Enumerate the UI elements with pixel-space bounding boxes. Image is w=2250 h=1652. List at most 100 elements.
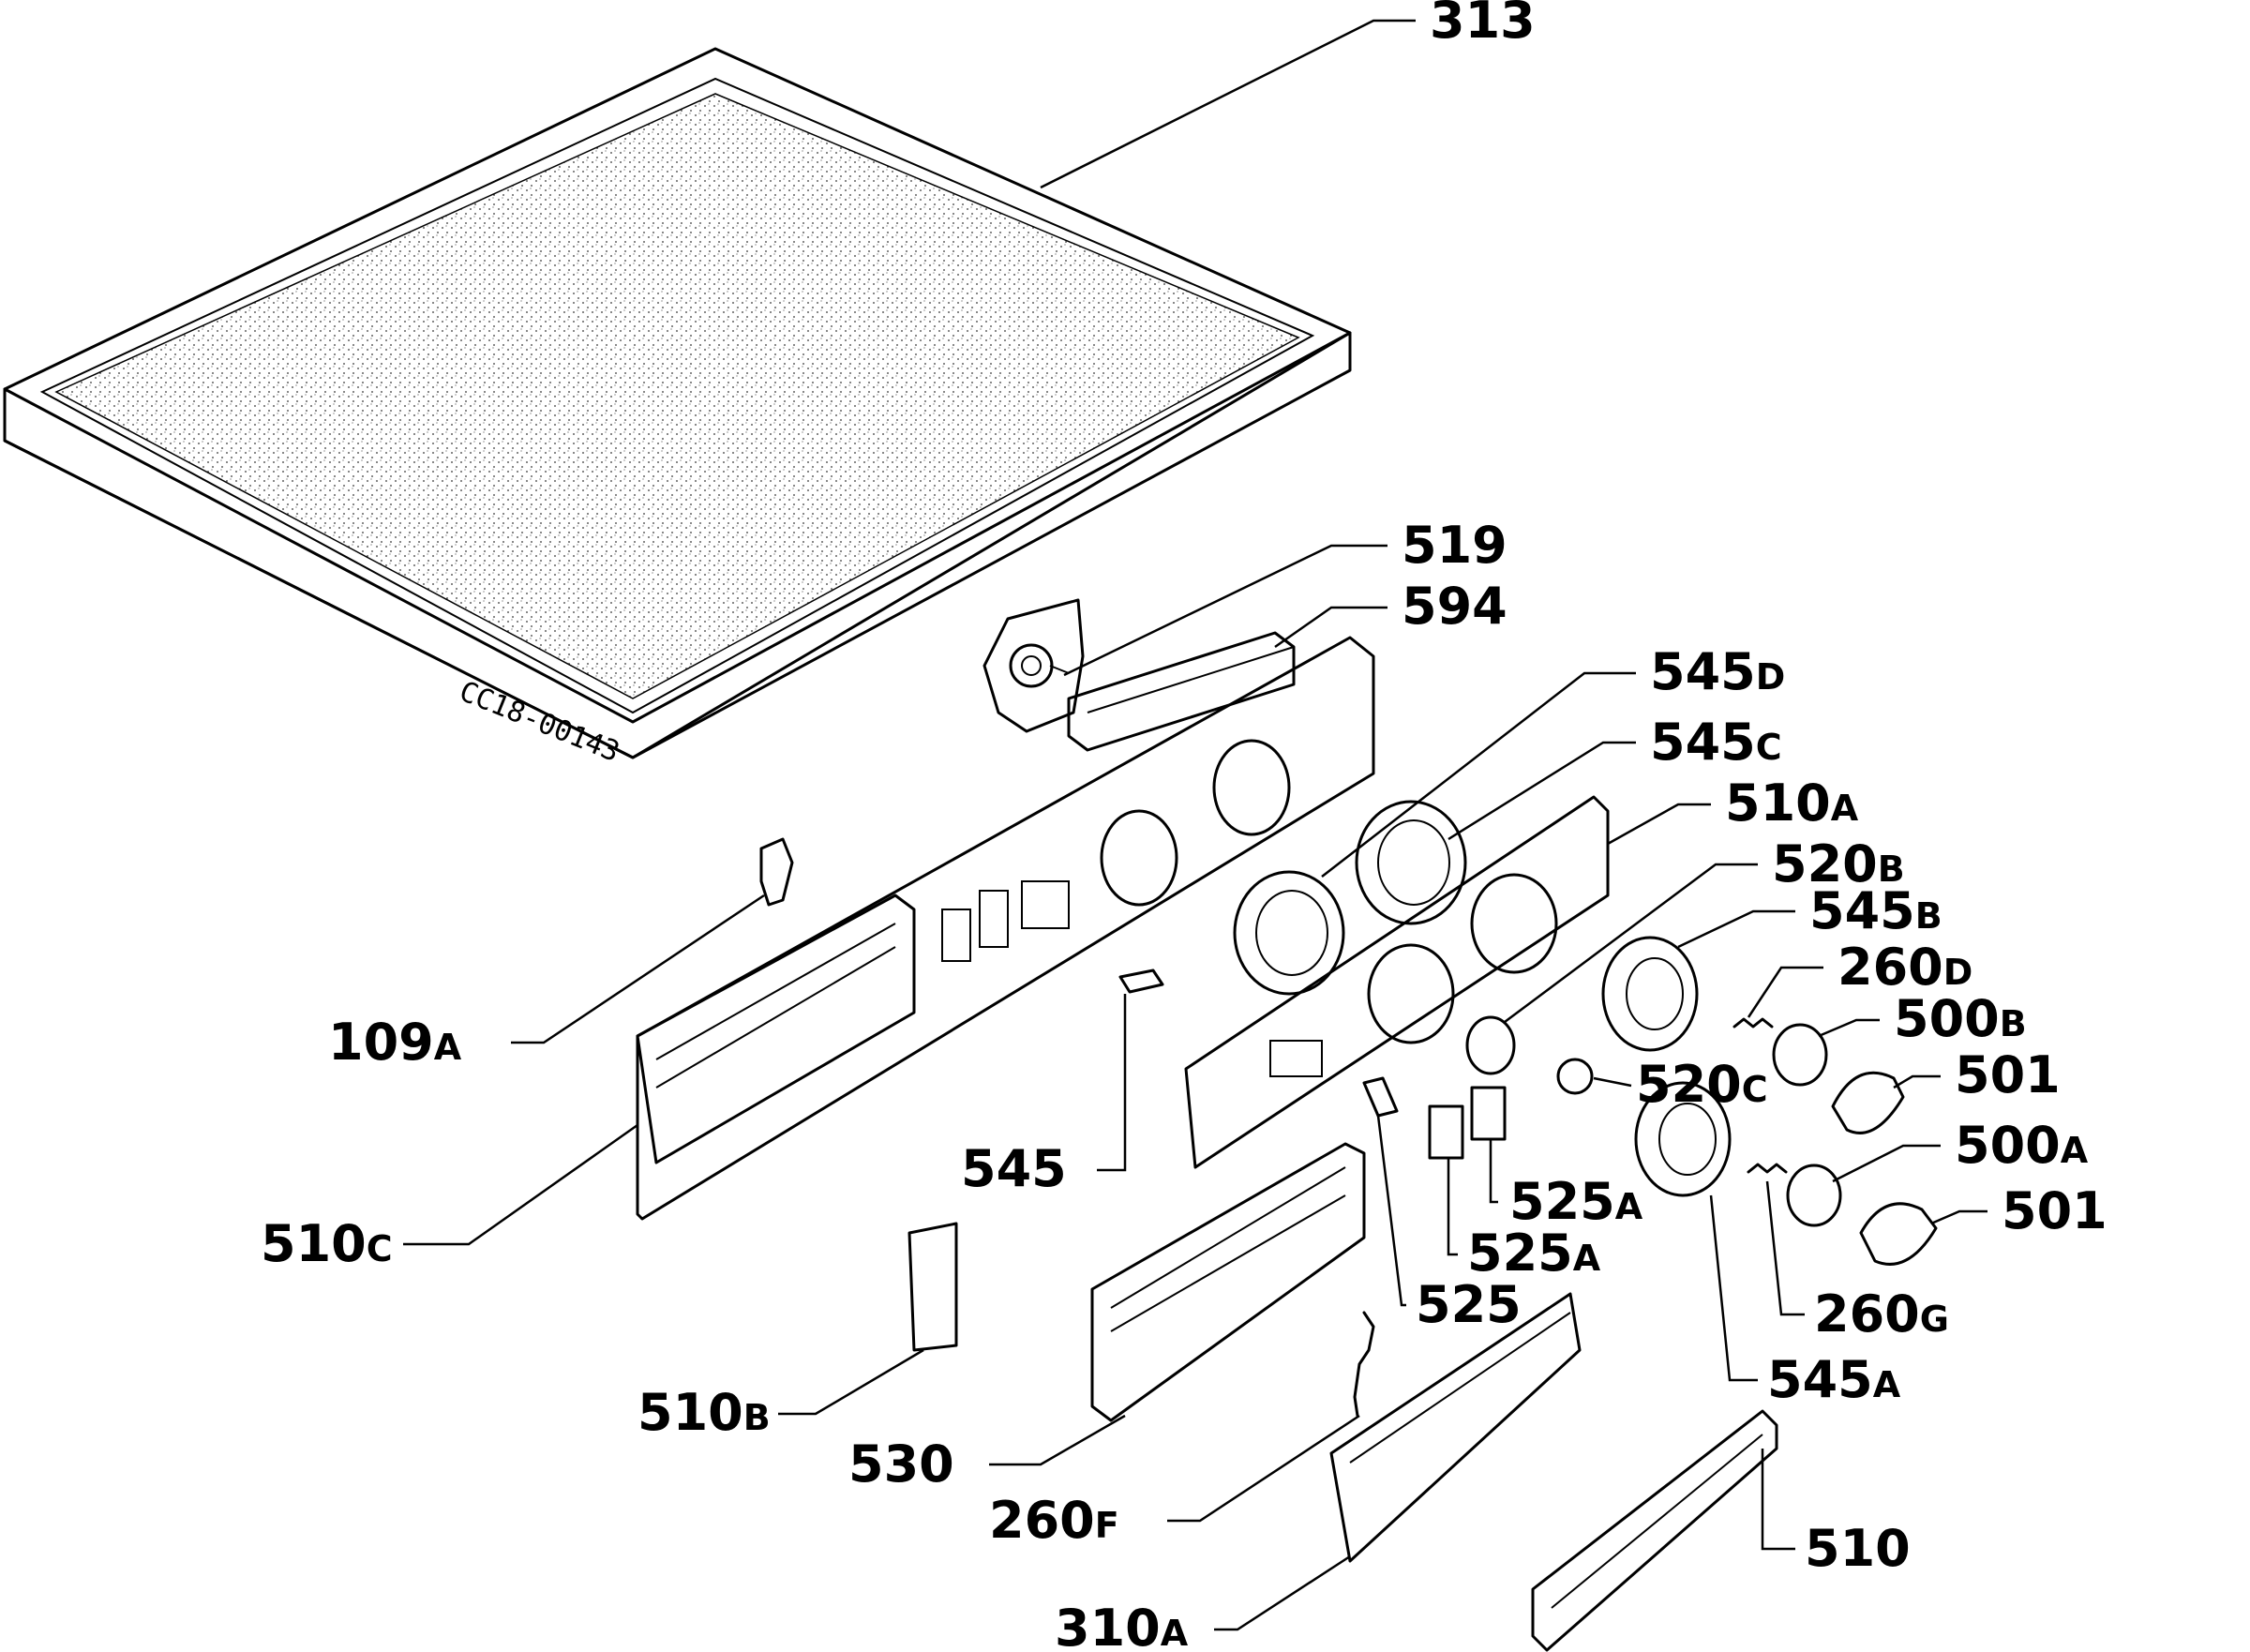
knob-501-lower (1859, 1202, 1938, 1266)
trim-510b (908, 1222, 958, 1352)
knob-ring-545c (1355, 800, 1467, 925)
part-number: 501 (2002, 1181, 2108, 1240)
part-number: 519 (1402, 516, 1508, 575)
leader-line (1832, 1144, 1941, 1183)
leader-line (1097, 994, 1127, 1172)
leader-line (1504, 863, 1758, 1024)
drawing-code: CC18-00143 (455, 675, 624, 769)
part-suffix: A (1873, 1364, 1901, 1405)
leader-line (1593, 1076, 1632, 1088)
label-530: 530 (848, 1414, 1126, 1494)
part-suffix: B (1878, 849, 1905, 890)
leader-line (1607, 803, 1711, 846)
knob-ring-545d (1233, 870, 1345, 996)
flap-310a (1329, 1292, 1582, 1563)
small-button-545 (1118, 969, 1164, 994)
leader-line (1040, 19, 1416, 189)
leader-line (1376, 1115, 1406, 1307)
leader-line (778, 1348, 924, 1416)
part-number: 260D (1838, 938, 1972, 997)
leader-line (989, 1414, 1126, 1466)
label-310a: 310A (1055, 1554, 1351, 1652)
label-510: 510 (1761, 1449, 1911, 1578)
part-number: 510B (638, 1383, 771, 1442)
clip-109a (759, 837, 794, 907)
label-260f: 260F (989, 1414, 1360, 1550)
part-number: 109A (328, 1013, 462, 1072)
part-number: 545B (1809, 881, 1942, 940)
part-suffix: B (1915, 895, 1942, 937)
leader-line (1765, 1180, 1805, 1316)
label-545d: 545D (1321, 642, 1786, 878)
part-suffix: G (1920, 1299, 1949, 1340)
label-501a: 501 (1893, 1045, 2061, 1104)
leader-line (1709, 1194, 1758, 1382)
handle-bar-594 (1067, 631, 1296, 752)
control-panel-510c (636, 636, 1375, 1221)
leader-line (1747, 966, 1823, 1018)
spring-260d (1732, 1017, 1774, 1029)
faceplate-510a (1184, 795, 1610, 1169)
label-545c: 545C (1448, 713, 1782, 841)
label-520c: 520C (1593, 1055, 1768, 1114)
timer-disc-519 (982, 598, 1085, 733)
label-260g: 260G (1765, 1180, 1949, 1344)
leader-line (1321, 671, 1636, 878)
leader-line (1818, 1018, 1880, 1038)
part-number: 525 (1416, 1275, 1522, 1334)
label-525aa: 525A (1489, 1139, 1643, 1231)
part-number: 260F (989, 1491, 1119, 1550)
leader-line (1448, 741, 1636, 841)
part-suffix: A (1615, 1186, 1643, 1227)
part-number: 545A (1767, 1350, 1901, 1409)
cover-510 (1531, 1409, 1778, 1652)
knob-545a (1634, 1081, 1732, 1197)
part-number: 545 (961, 1139, 1067, 1198)
leader-line (1930, 1209, 1988, 1225)
label-525: 525 (1376, 1115, 1522, 1334)
part-number: 500A (1955, 1116, 2089, 1175)
leader-line (1761, 1449, 1795, 1551)
leader-line (1274, 606, 1388, 649)
leader-line (1489, 1139, 1498, 1204)
bushing-500b (1772, 1023, 1828, 1087)
part-number: 500B (1894, 989, 2027, 1048)
part-number: 510C (261, 1214, 393, 1273)
switch-525a-upper (1470, 1086, 1507, 1141)
leader-line (1167, 1414, 1360, 1523)
part-number: 525A (1467, 1224, 1601, 1283)
label-520b: 520B (1504, 834, 1905, 1024)
part-number: 510 (1805, 1519, 1911, 1578)
leader-line (511, 894, 765, 1044)
part-number: 313 (1430, 0, 1536, 50)
part-number: 310A (1055, 1599, 1189, 1652)
part-number: 520C (1636, 1055, 1768, 1114)
bushing-500a (1786, 1164, 1842, 1227)
part-suffix: A (2061, 1130, 2089, 1171)
part-suffix: A (1831, 788, 1859, 829)
leader-line (403, 1123, 638, 1246)
label-510c: 510C (261, 1123, 638, 1273)
part-suffix: F (1095, 1505, 1119, 1546)
part-suffix: A (434, 1027, 462, 1068)
part-number: 545C (1650, 713, 1782, 772)
part-suffix: D (1756, 656, 1786, 698)
drawer-530 (1090, 1142, 1366, 1422)
lamp-holder-520b (1465, 1015, 1516, 1075)
lamp-525 (1362, 1076, 1399, 1118)
knob-501-upper (1831, 1071, 1905, 1134)
part-suffix: A (1161, 1613, 1189, 1652)
label-510b: 510B (638, 1348, 924, 1442)
part-suffix: A (1573, 1238, 1601, 1279)
part-suffix: C (1756, 727, 1782, 768)
label-501b: 501 (1930, 1181, 2108, 1240)
spring-260g (1747, 1163, 1788, 1174)
leader-line (1677, 909, 1795, 949)
label-519: 519 (1063, 516, 1508, 677)
part-number: 594 (1402, 577, 1508, 636)
label-500b: 500B (1818, 989, 2027, 1048)
part-number: 260G (1814, 1284, 1949, 1344)
leader-line (1214, 1554, 1351, 1631)
